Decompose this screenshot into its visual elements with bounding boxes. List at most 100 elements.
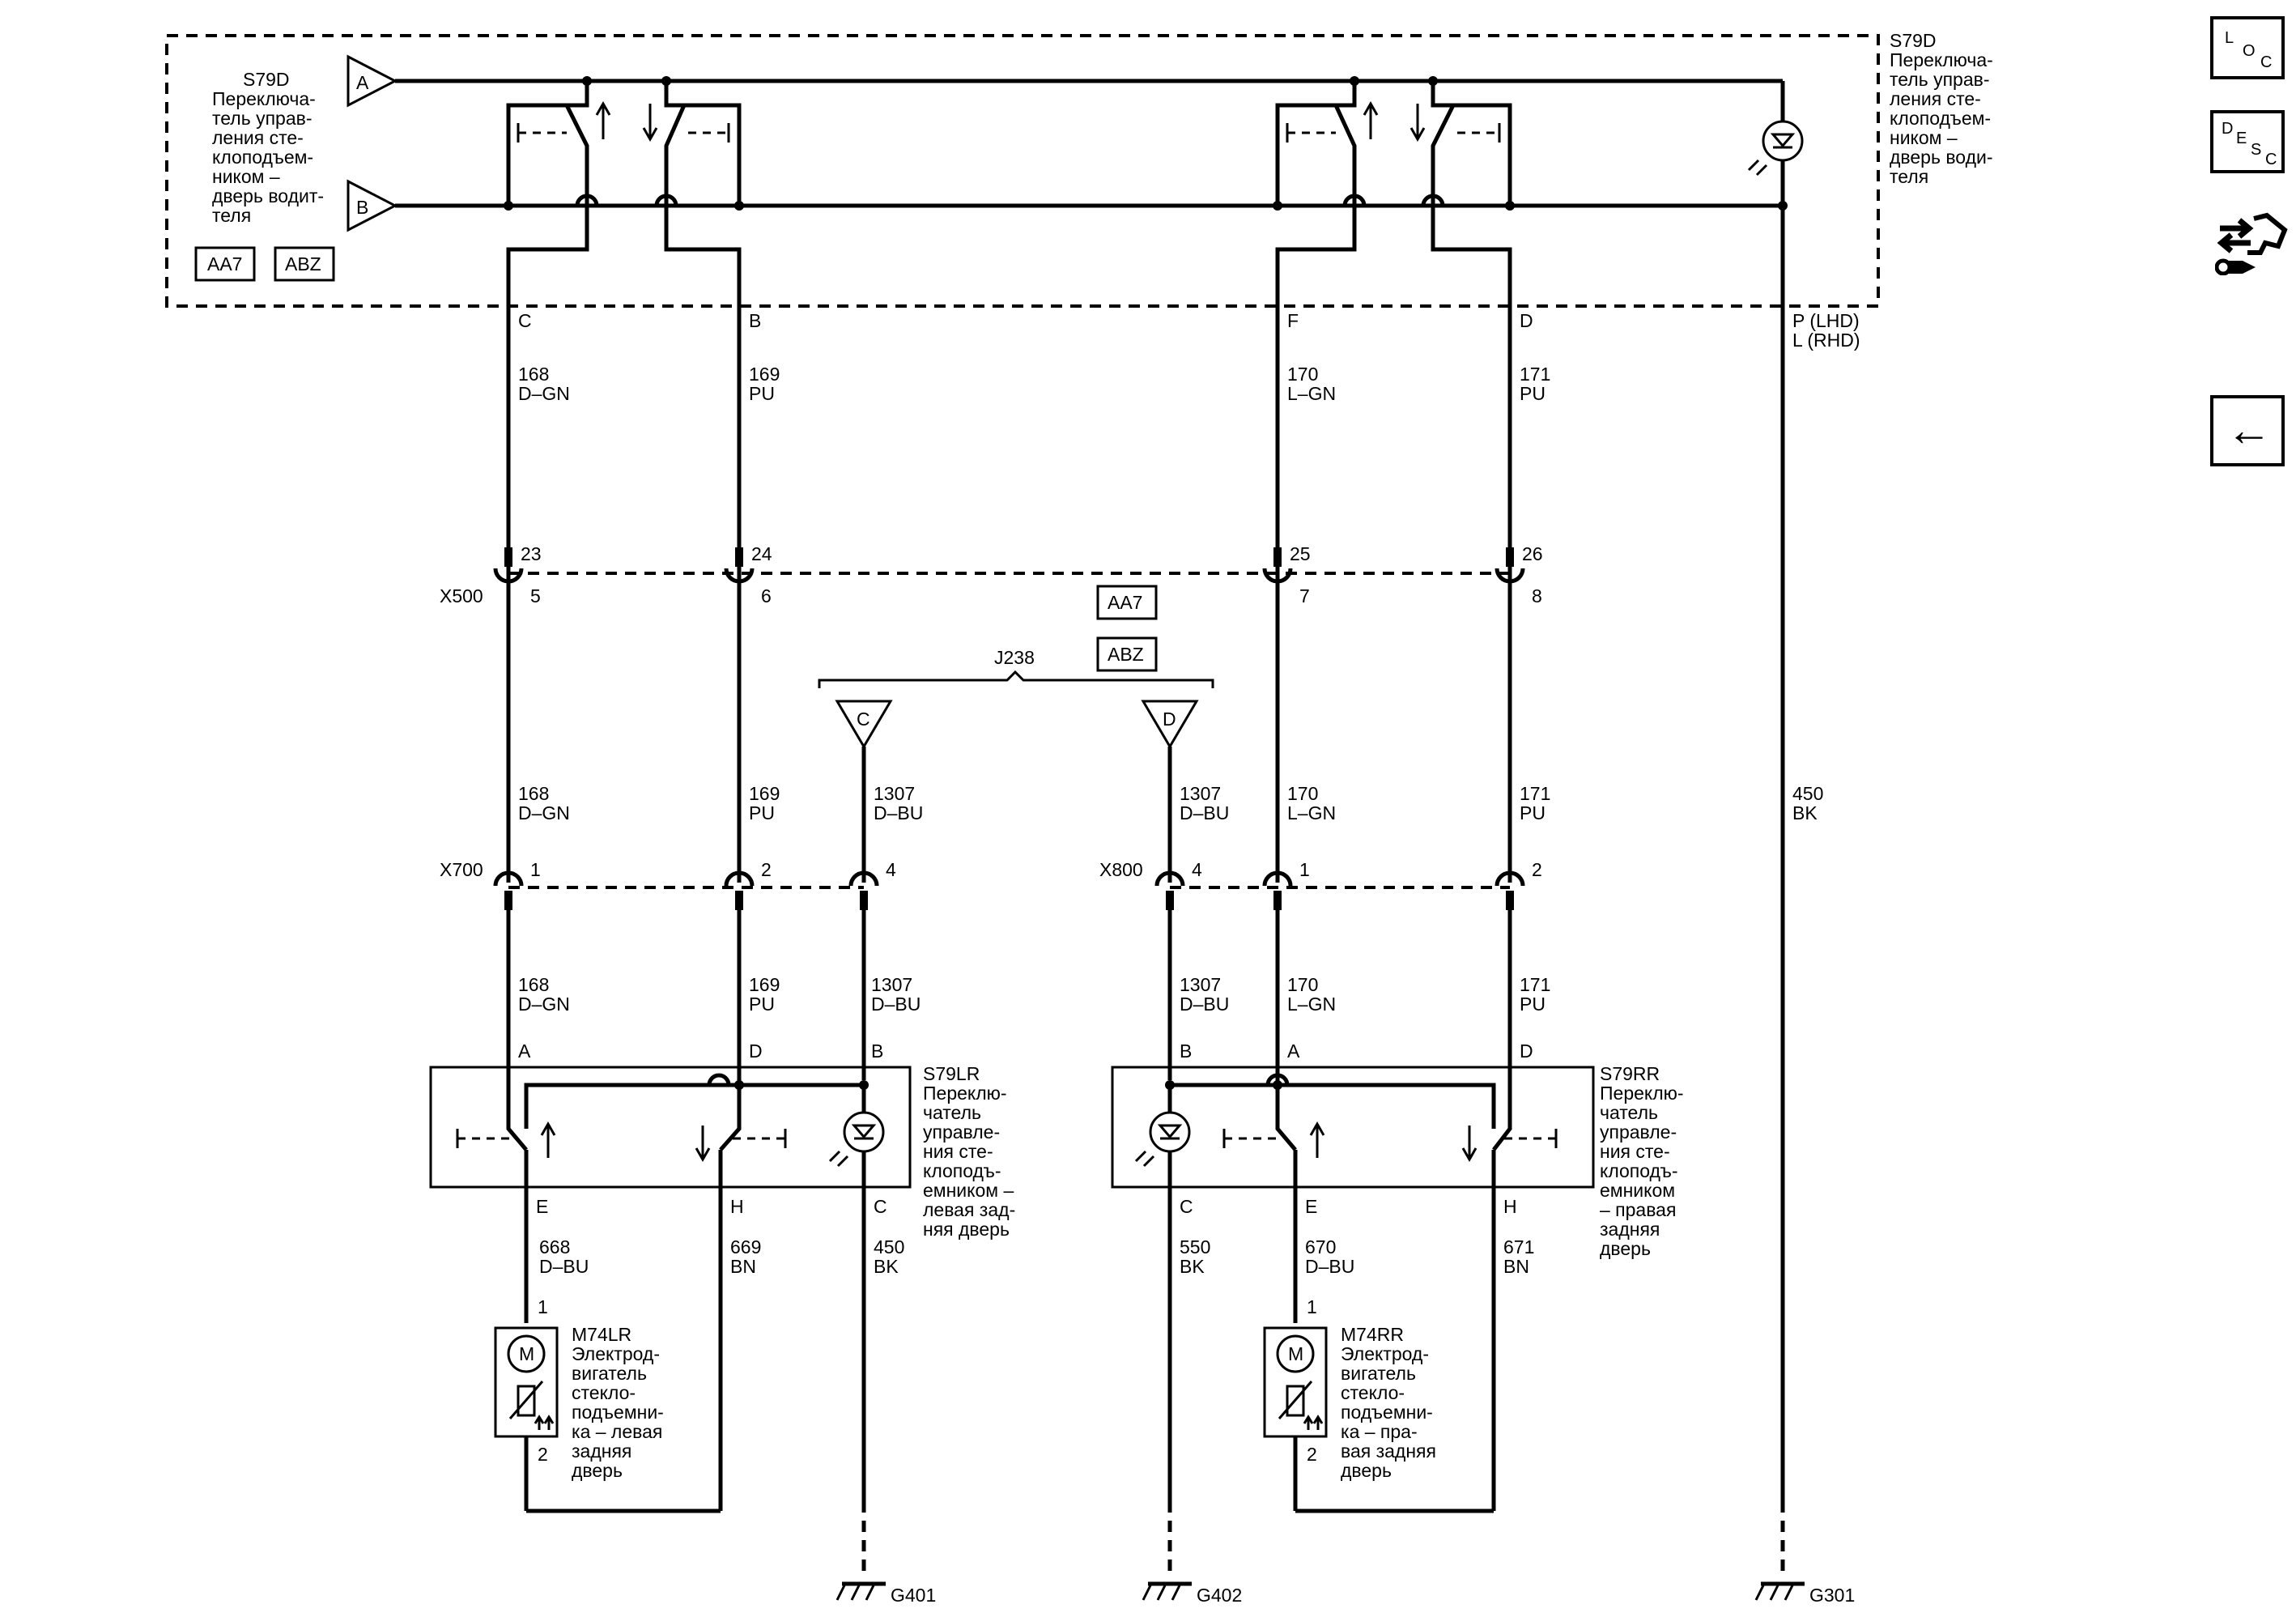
svg-text:левая зад-: левая зад- (923, 1199, 1015, 1220)
svg-text:дверь: дверь (1341, 1460, 1392, 1481)
svg-text:169: 169 (749, 783, 780, 804)
svg-text:подъемни-: подъемни- (1341, 1402, 1433, 1423)
svg-text:задняя: задняя (572, 1440, 631, 1462)
svg-text:емником: емником (1600, 1180, 1675, 1201)
svg-text:4: 4 (1192, 859, 1202, 880)
svg-text:подъемни-: подъемни- (572, 1402, 664, 1423)
svg-text:1307: 1307 (1180, 974, 1221, 995)
svg-text:M74RR: M74RR (1341, 1324, 1404, 1345)
svg-text:дверь: дверь (1600, 1238, 1651, 1259)
up-arrow-icon (540, 1121, 556, 1158)
svg-text:вая задняя: вая задняя (1341, 1440, 1436, 1462)
svg-text:ником –: ником – (1890, 127, 1958, 148)
m74rr-motor: 1 M 2 M74RR Электрод- вигатель стекло- п… (1263, 1296, 1494, 1513)
s79d-left-switch-pair (506, 81, 742, 317)
svg-text:L–GN: L–GN (1287, 802, 1336, 823)
svg-text:D: D (749, 1040, 763, 1062)
svg-text:BN: BN (1503, 1256, 1529, 1277)
svg-text:171: 171 (1520, 974, 1550, 995)
down-arrow-icon (642, 104, 658, 143)
svg-text:PU: PU (1520, 802, 1546, 823)
svg-text:G401: G401 (891, 1585, 936, 1606)
m74lr-motor: 1 M 2 M74LR Электрод- вигатель стекло- п… (494, 1296, 721, 1513)
s79lr-lamp-icon (843, 1111, 885, 1153)
svg-text:C: C (518, 310, 532, 331)
svg-text:24: 24 (751, 543, 772, 564)
svg-text:D–BU: D–BU (1180, 994, 1229, 1015)
svg-text:171: 171 (1520, 783, 1550, 804)
mid-badges: AA7 ABZ (1096, 585, 1158, 672)
svg-text:стекло-: стекло- (1341, 1382, 1405, 1403)
svg-text:ления сте-: ления сте- (1890, 88, 1981, 109)
svg-text:клоподъем-: клоподъем- (1890, 108, 1991, 129)
svg-text:23: 23 (521, 543, 542, 564)
x700-connector: X700 1 2 4 (440, 859, 896, 910)
svg-text:X700: X700 (440, 859, 483, 880)
svg-text:PU: PU (749, 383, 775, 404)
svg-text:L–GN: L–GN (1287, 994, 1336, 1015)
svg-text:26: 26 (1522, 543, 1543, 564)
svg-text:7: 7 (1299, 585, 1310, 606)
svg-text:Переклю-: Переклю- (923, 1083, 1007, 1104)
back-button[interactable]: ← (2210, 395, 2285, 466)
svg-text:550: 550 (1180, 1236, 1210, 1257)
ground-g401: G401 (835, 1501, 936, 1606)
svg-text:M: M (519, 1343, 534, 1364)
svg-text:D–BU: D–BU (539, 1256, 589, 1277)
svg-text:L–GN: L–GN (1287, 383, 1336, 404)
svg-text:2: 2 (538, 1444, 548, 1465)
svg-text:AA7: AA7 (1108, 592, 1142, 613)
svg-text:теля: теля (1890, 166, 1928, 187)
svg-text:S79RR: S79RR (1600, 1063, 1660, 1084)
loc-letter-c: C (2260, 53, 2273, 71)
motor-icon (507, 1334, 546, 1373)
svg-text:PU: PU (1520, 383, 1546, 404)
svg-text:170: 170 (1287, 974, 1318, 995)
svg-text:B: B (749, 310, 761, 331)
s79d-module-boundary (165, 34, 1880, 308)
svg-text:H: H (730, 1196, 744, 1217)
svg-text:2: 2 (1532, 859, 1542, 880)
svg-text:тель управ-: тель управ- (212, 108, 313, 129)
svg-text:D–GN: D–GN (518, 994, 570, 1015)
svg-text:чатель: чатель (923, 1102, 981, 1123)
loc-button[interactable]: L O C (2210, 16, 2285, 79)
up-arrow-icon (1363, 100, 1379, 139)
svg-text:BK: BK (874, 1256, 899, 1277)
svg-text:– правая: – правая (1600, 1199, 1676, 1220)
bottom-wire-labels: 668 D–BU 669 BN 450 BK 550 BK 670 D–BU 6… (539, 1236, 1534, 1277)
svg-text:Электрод-: Электрод- (1341, 1343, 1429, 1364)
svg-text:ния сте-: ния сте- (923, 1141, 993, 1162)
x800-connector: X800 4 1 2 (1099, 859, 1542, 910)
svg-text:168: 168 (518, 364, 549, 385)
svg-text:BK: BK (1180, 1256, 1205, 1277)
svg-text:671: 671 (1503, 1236, 1534, 1257)
svg-text:тель управ-: тель управ- (1890, 69, 1990, 90)
s79d-pin-labels: C B F D P (LHD) L (RHD) (518, 310, 1860, 351)
svg-text:5: 5 (530, 585, 541, 606)
svg-text:670: 670 (1305, 1236, 1336, 1257)
mid-wire-labels: 168 D–GN 169 PU 1307 D–BU 1307 D–BU 170 … (518, 783, 1823, 823)
svg-text:1307: 1307 (1180, 783, 1221, 804)
svg-text:PU: PU (749, 994, 775, 1015)
svg-text:169: 169 (749, 974, 780, 995)
loc-letter-l: L (2225, 29, 2234, 47)
svg-text:управле-: управле- (923, 1121, 1000, 1143)
svg-text:вигатель: вигатель (572, 1363, 647, 1384)
desc-button[interactable]: D E S C (2210, 110, 2285, 173)
svg-text:D: D (1520, 1040, 1533, 1062)
svg-text:вигатель: вигатель (1341, 1363, 1416, 1384)
svg-text:Переключа-: Переключа- (1890, 49, 1993, 70)
svg-text:управле-: управле- (1600, 1121, 1677, 1143)
connector-tool-button[interactable] (2214, 207, 2290, 276)
s79d-id-left: S79D (243, 69, 290, 90)
svg-text:L (RHD): L (RHD) (1792, 330, 1860, 351)
svg-text:X800: X800 (1099, 859, 1143, 880)
down-arrow-icon (695, 1126, 711, 1163)
svg-text:1: 1 (1299, 859, 1310, 880)
svg-text:B: B (356, 197, 368, 218)
svg-text:1307: 1307 (874, 783, 915, 804)
svg-text:669: 669 (730, 1236, 761, 1257)
motor-icon (1276, 1334, 1315, 1373)
s79d-badges: AA7 ABZ (194, 246, 335, 282)
